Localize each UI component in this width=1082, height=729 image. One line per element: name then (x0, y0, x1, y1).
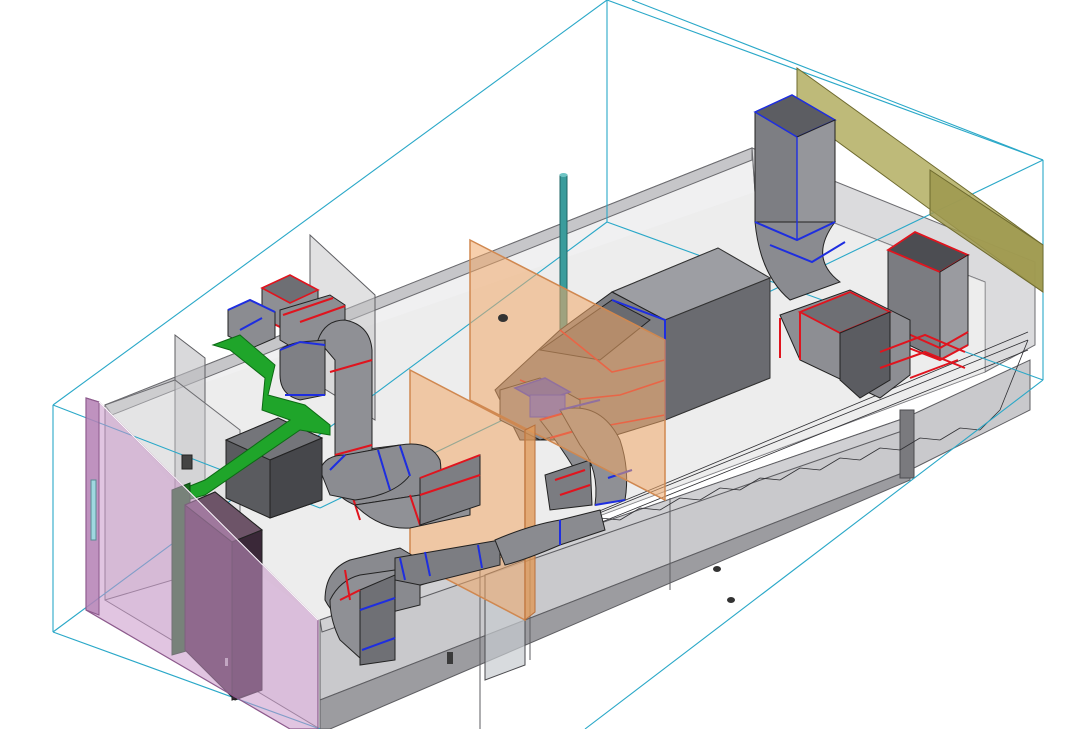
access-door (85, 397, 319, 729)
cable-tray (519, 331, 1029, 556)
vertical-riser-duct (753, 94, 846, 301)
return-duct-run (779, 230, 970, 399)
